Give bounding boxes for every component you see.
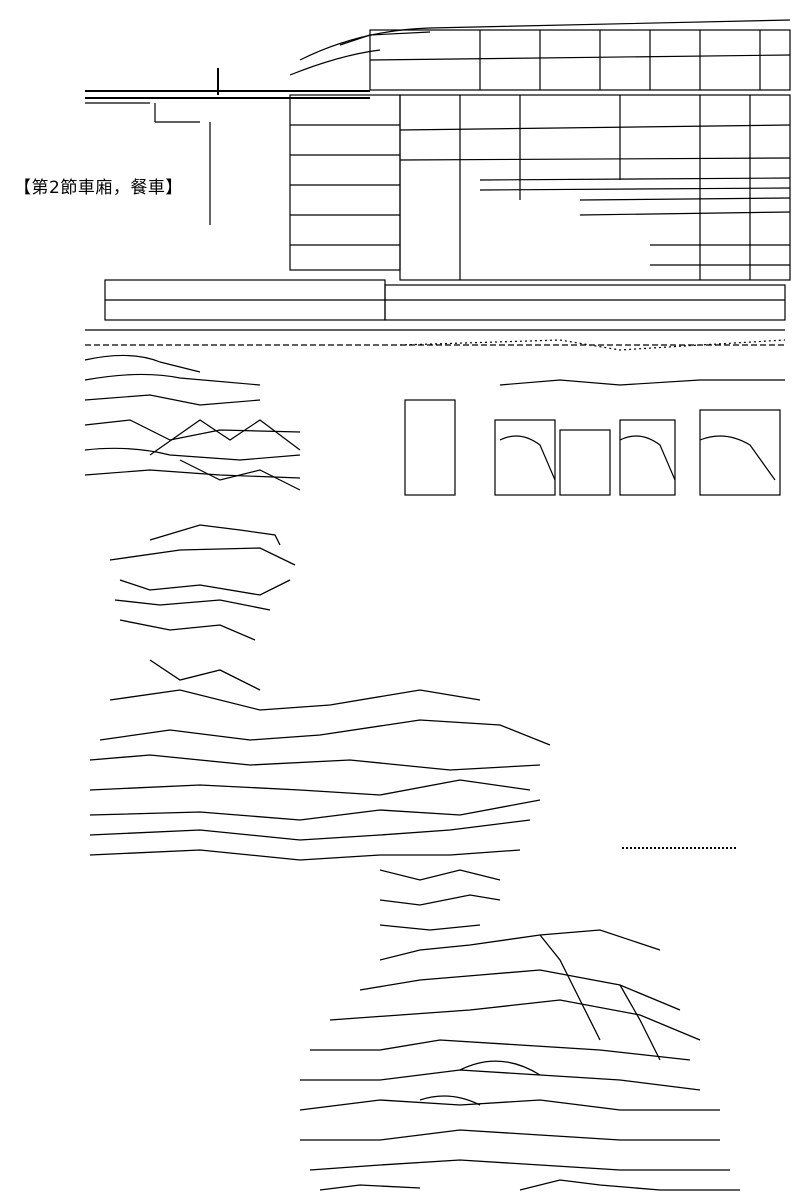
- scene-caption: 【第2節車廂，餐車】: [14, 178, 183, 198]
- dining-car-scene: [84, 19, 791, 496]
- character-figure: [89, 524, 740, 1191]
- ellipsis-line: [622, 847, 736, 849]
